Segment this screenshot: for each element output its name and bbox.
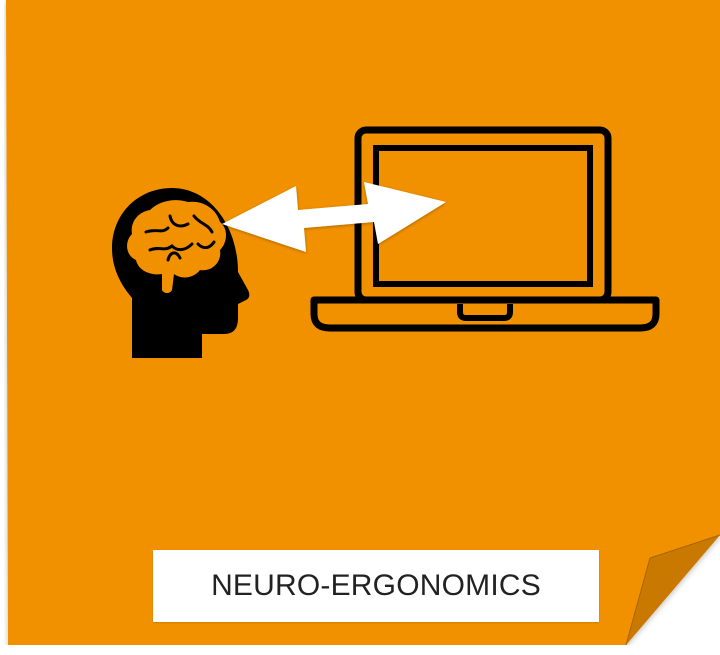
sticky-note-card: NEURO-ERGONOMICS: [4, 0, 720, 645]
label-box: NEURO-ERGONOMICS: [153, 550, 599, 622]
bidirectional-arrow-icon: [222, 182, 446, 252]
card-label: NEURO-ERGONOMICS: [211, 569, 541, 602]
folded-corner: [626, 535, 720, 645]
laptop-icon: [310, 126, 660, 332]
sticky-note-background: [6, 0, 720, 645]
head-with-brain-icon: [112, 188, 250, 358]
